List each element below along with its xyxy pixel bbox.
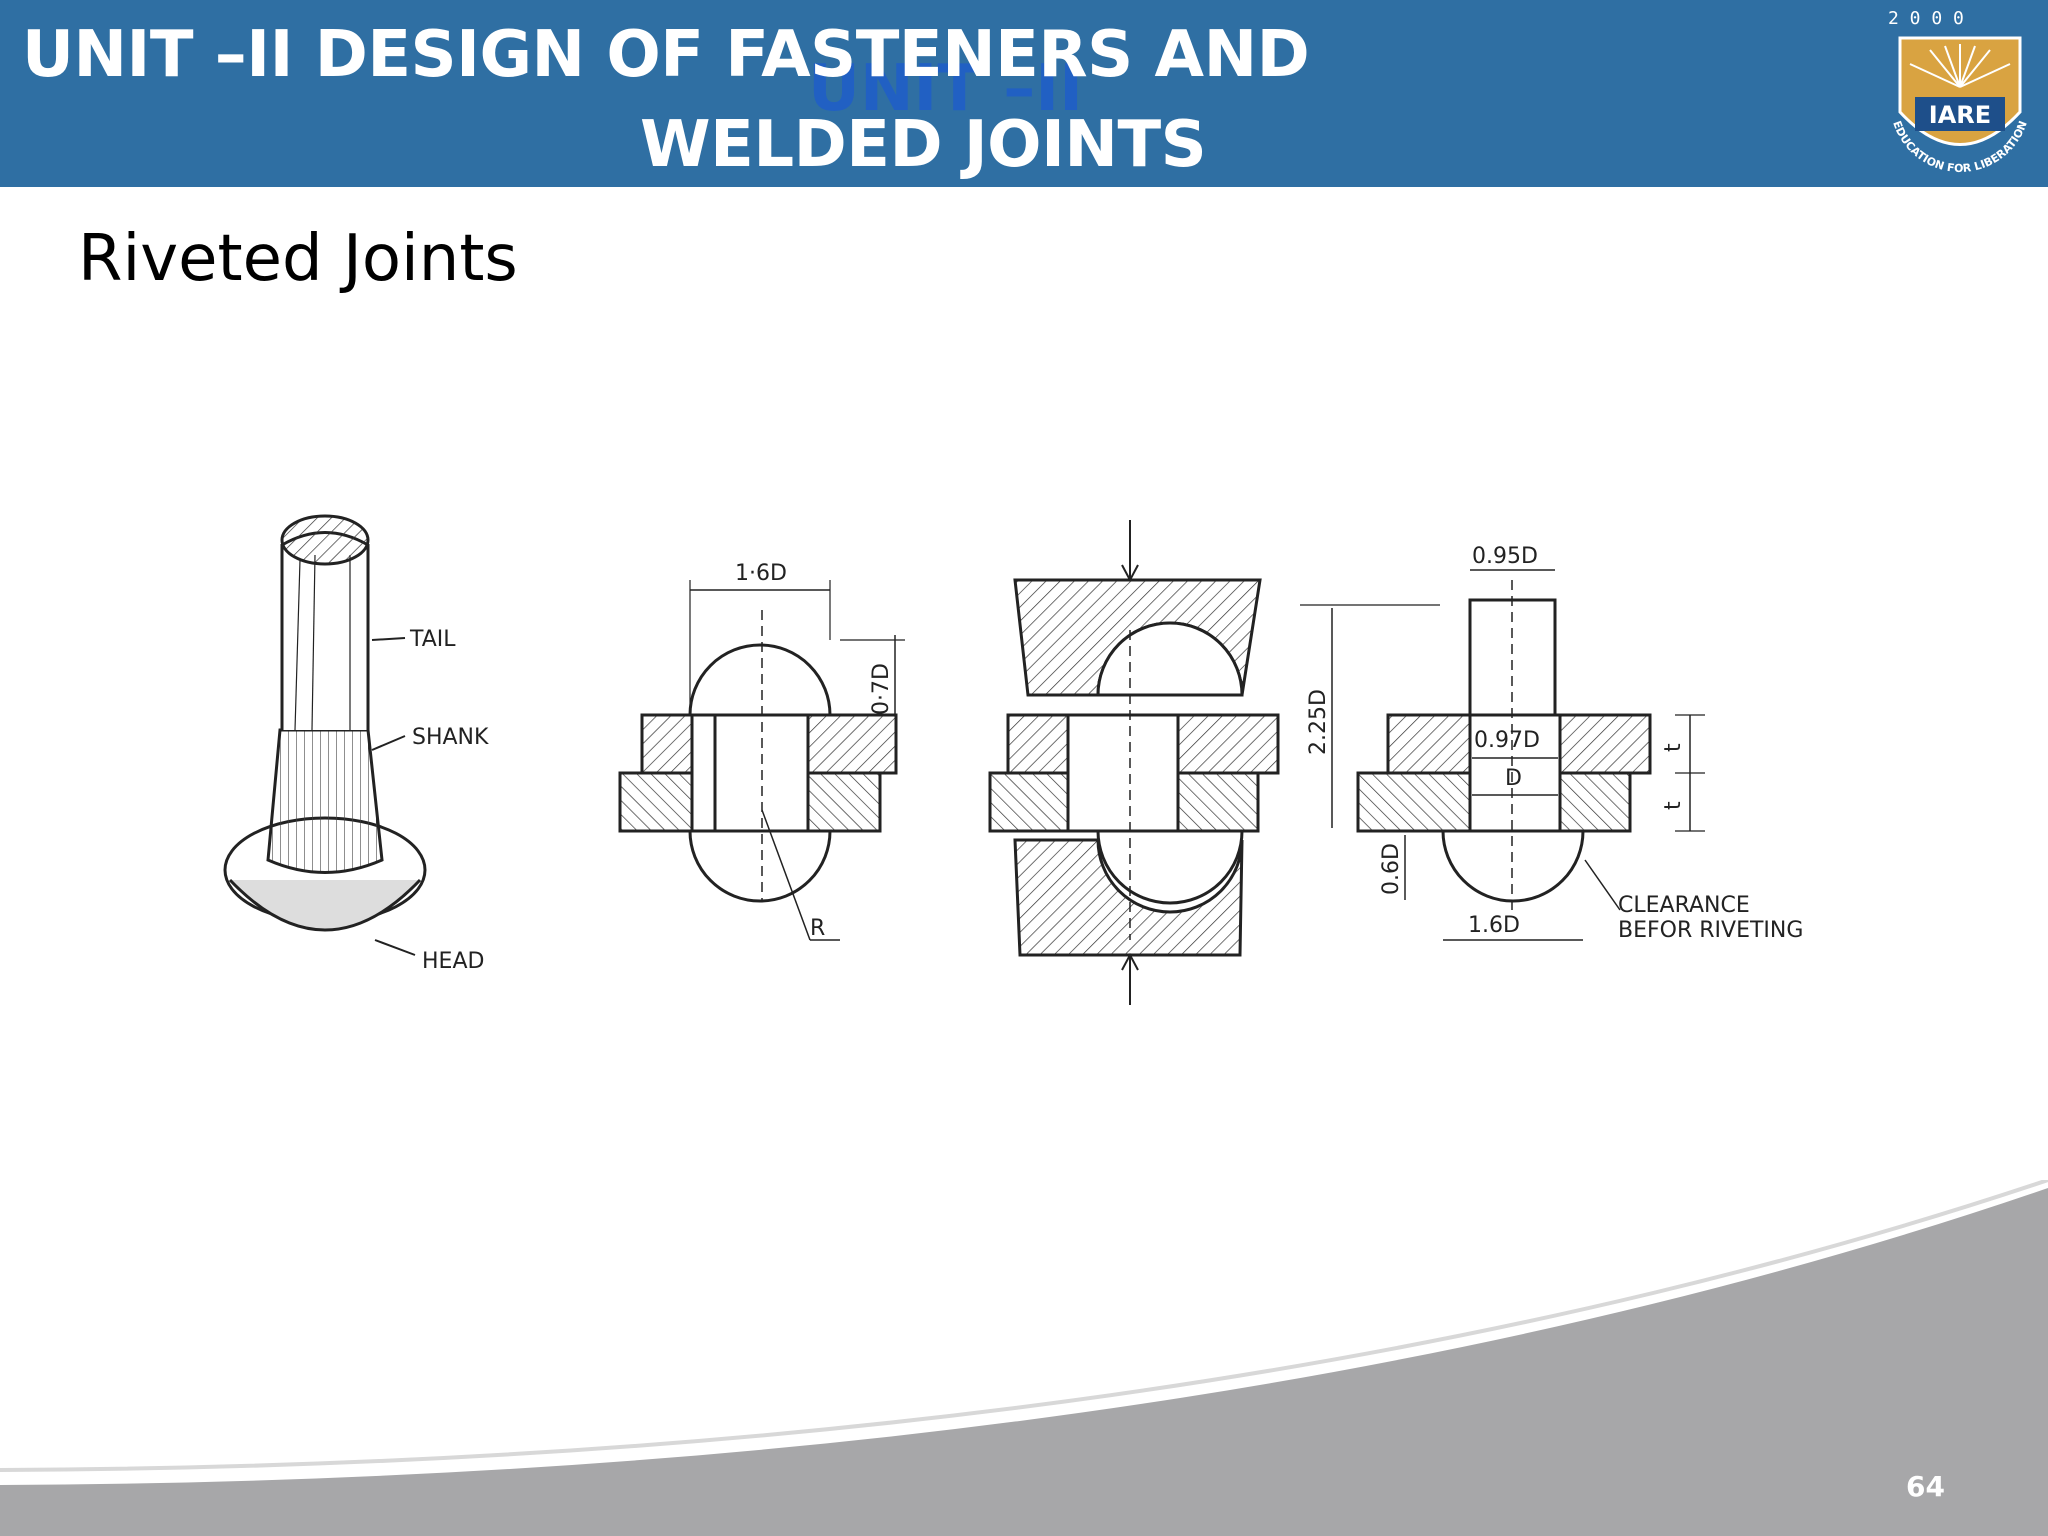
footer-wave — [0, 1180, 2048, 1536]
dim-head-diameter: 1·6D — [735, 561, 787, 586]
dim-plate-thickness-1: t — [1661, 743, 1686, 752]
riveted-joints-figure: TAIL SHANK HEAD 1·6D 0·7D R — [223, 514, 1803, 1005]
label-head: HEAD — [422, 949, 484, 974]
label-clearance-2: BEFOR RIVETING — [1618, 918, 1803, 943]
dim-tail-diameter: 0.95D — [1472, 544, 1538, 569]
riveting-die-section — [988, 520, 1280, 1005]
sun-rays-icon — [1909, 44, 2011, 88]
dim-rivet-length: 2.25D — [1306, 689, 1331, 755]
logo-name: IARE — [1929, 101, 1991, 129]
rivet-isometric — [223, 514, 427, 956]
label-clearance-1: CLEARANCE — [1618, 893, 1750, 918]
dim-radius: R — [810, 916, 825, 941]
slide-header: UNIT –II UNIT –II DESIGN OF FASTENERS AN… — [0, 0, 2048, 187]
dim-head-height-2: 0.6D — [1379, 843, 1404, 895]
logo-name-band — [1915, 97, 2005, 131]
logo-year: 2 0 0 0 — [1888, 8, 1964, 29]
slide-title-line-1: UNIT –II DESIGN OF FASTENERS AND — [22, 18, 1310, 92]
slide-title-line-2: WELDED JOINTS — [640, 108, 1207, 182]
iare-logo: 2 0 0 0 IARE EDUCATION FOR LIBERATION — [1888, 8, 2030, 175]
riveted-joint-section — [618, 580, 905, 941]
slide-subtitle: Riveted Joints — [78, 222, 518, 296]
dim-diameter: D — [1505, 766, 1522, 791]
dim-hole-diameter: 0.97D — [1474, 728, 1540, 753]
dim-head-diameter-2: 1.6D — [1468, 913, 1520, 938]
ghost-title-text: UNIT –II — [808, 52, 1083, 126]
label-tail: TAIL — [409, 627, 456, 652]
rivet-proportion-section — [1300, 569, 1705, 941]
page-number: 64 — [1906, 1470, 1945, 1503]
dim-head-height: 0·7D — [869, 663, 894, 715]
label-shank: SHANK — [412, 725, 489, 750]
dim-plate-thickness-2: t — [1661, 801, 1686, 810]
